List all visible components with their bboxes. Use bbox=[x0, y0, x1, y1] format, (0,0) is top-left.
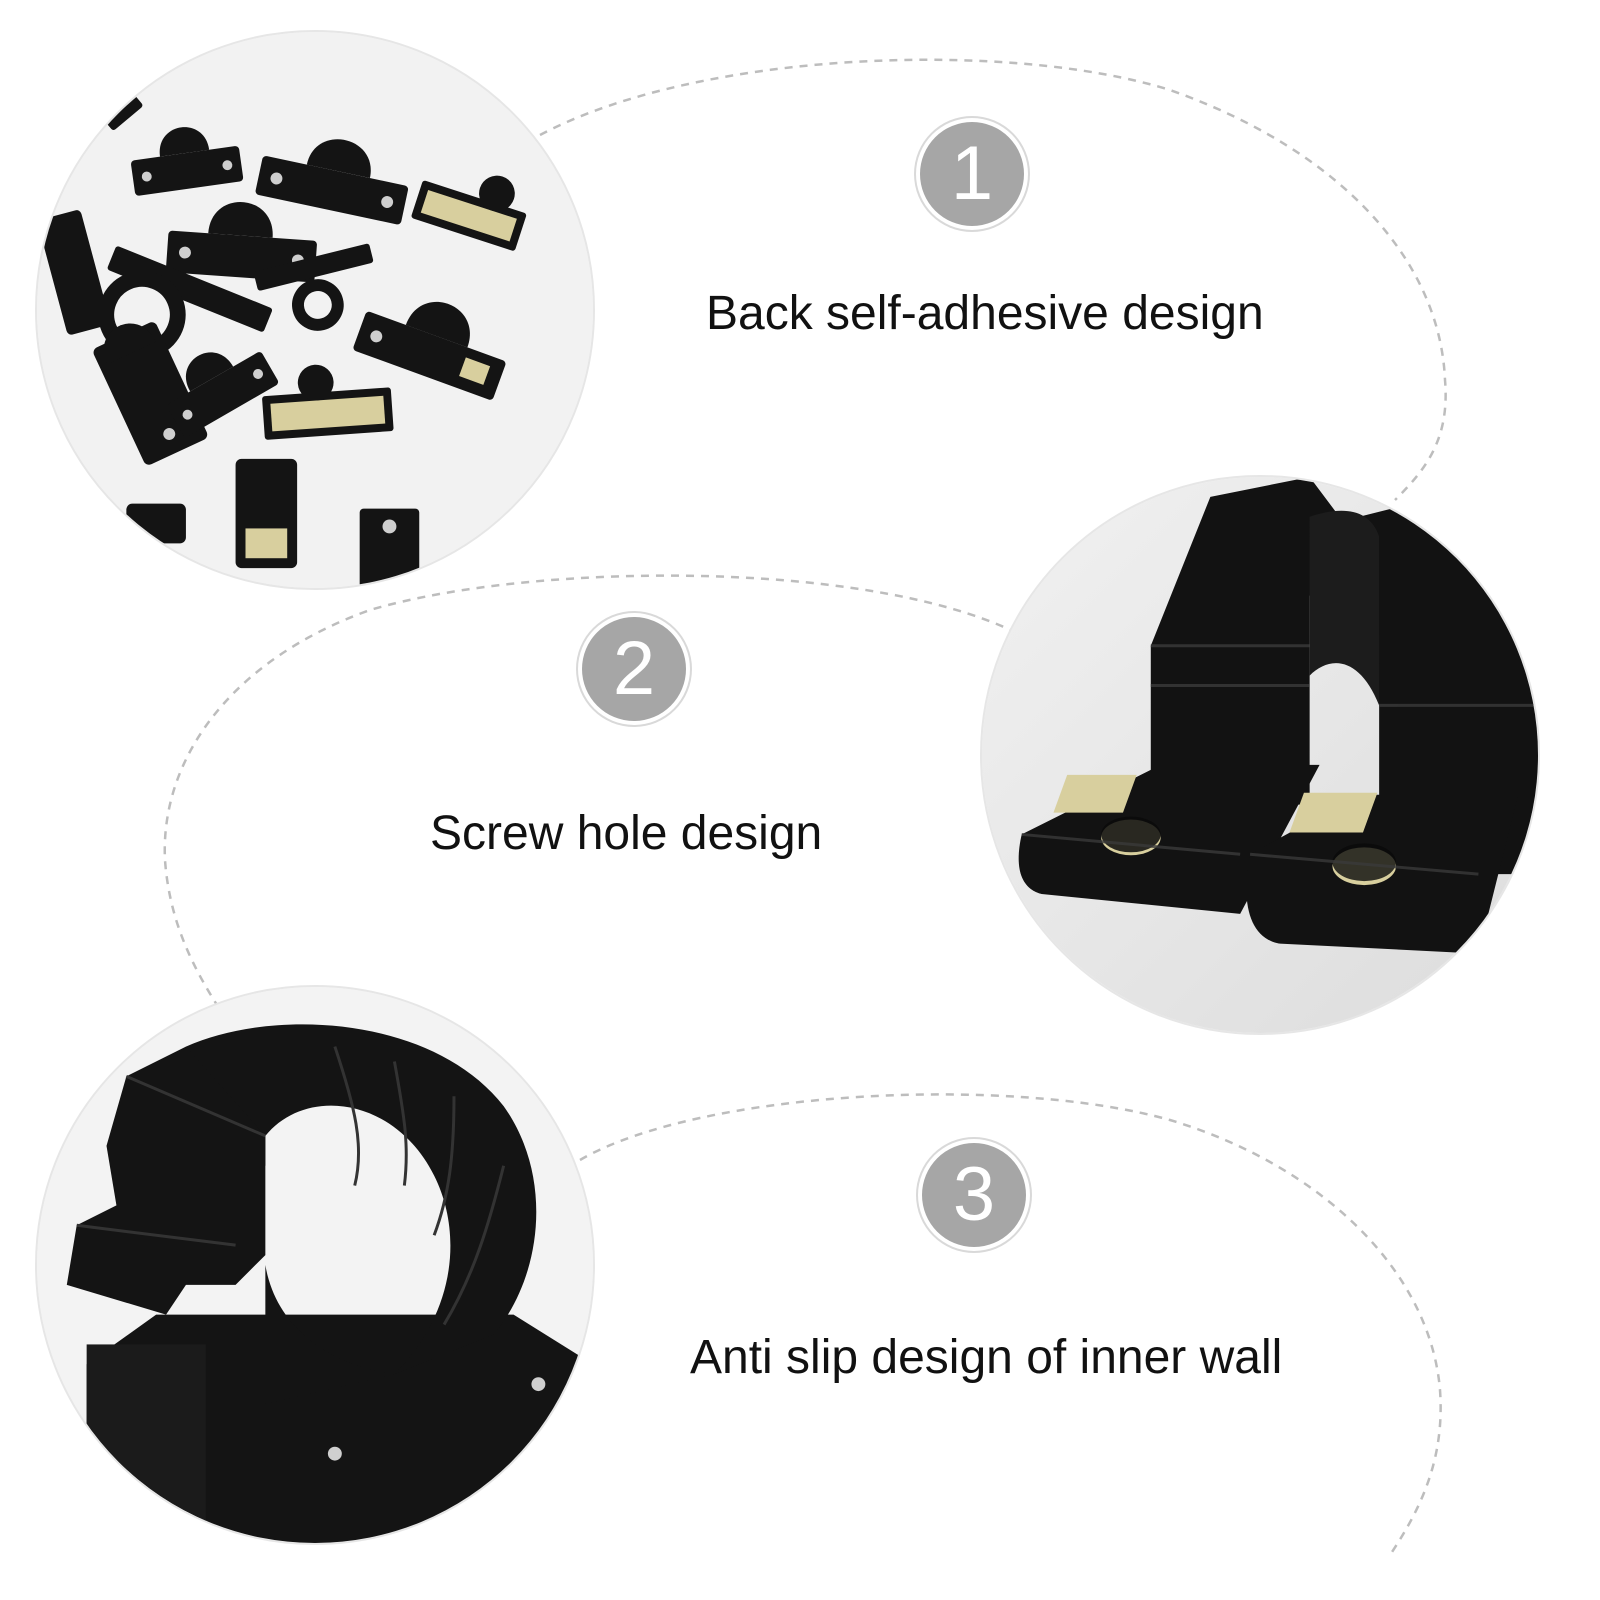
screw-hole-illustration bbox=[982, 477, 1538, 1033]
multiple-clips-photo bbox=[35, 30, 595, 590]
feature-label-2: Screw hole design bbox=[430, 807, 823, 860]
clips-scatter-illustration bbox=[37, 32, 593, 588]
clip-ring-illustration bbox=[37, 987, 593, 1543]
step-badge-2: 2 bbox=[582, 617, 686, 721]
dashed-curve-2 bbox=[163, 574, 1031, 1026]
step-badge-3: 3 bbox=[922, 1143, 1026, 1247]
feature-label-3: Anti slip design of inner wall bbox=[690, 1331, 1283, 1384]
screw-hole-clip-photo bbox=[980, 475, 1540, 1035]
dashed-curve-1 bbox=[539, 58, 1447, 501]
clip-ring-photo bbox=[35, 985, 595, 1545]
step-badge-1: 1 bbox=[920, 122, 1024, 226]
feature-label-1: Back self-adhesive design bbox=[706, 287, 1264, 340]
dashed-curve-3 bbox=[579, 1093, 1442, 1556]
